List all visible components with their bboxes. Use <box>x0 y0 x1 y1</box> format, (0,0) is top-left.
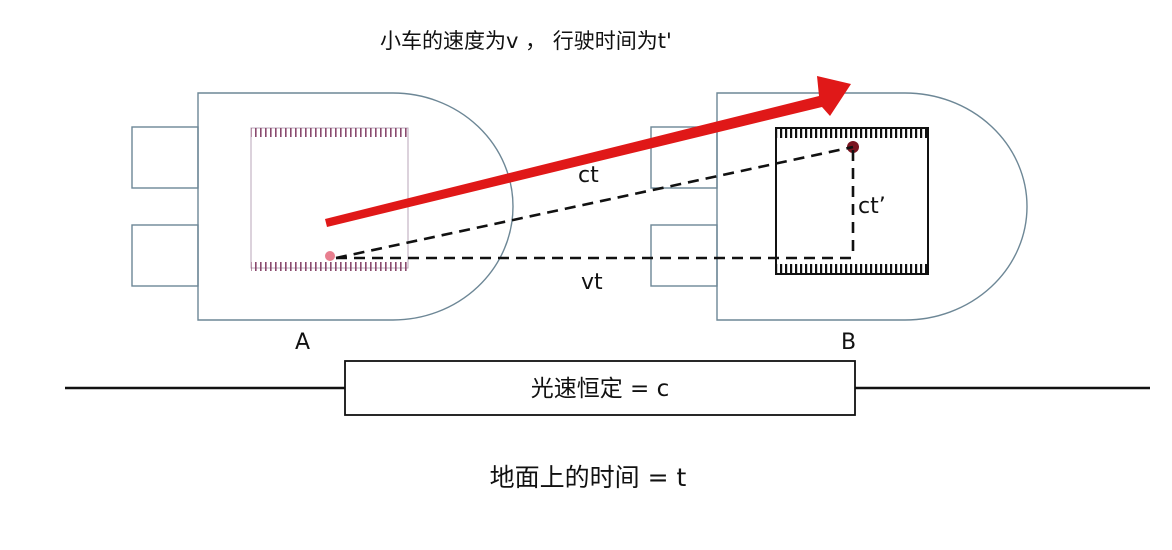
car-a <box>131 92 514 321</box>
car-a-clock-box <box>250 127 409 269</box>
car-b <box>650 92 1028 321</box>
speed-box <box>344 360 856 416</box>
car-a-top-mirror <box>251 128 408 137</box>
car-a-upper-wheel <box>131 126 199 189</box>
light-path-triangle <box>335 145 855 260</box>
car-a-body <box>197 92 514 321</box>
car-b-bottom-mirror <box>776 264 928 274</box>
speed-box-text: 光速恒定 = c <box>531 376 670 402</box>
car-b-label: B <box>841 330 856 355</box>
ct-label: ct <box>578 163 599 188</box>
car-a-label: A <box>295 330 310 355</box>
vt-label: vt <box>581 270 603 295</box>
car-a-lower-wheel <box>131 224 199 287</box>
light-source-dot <box>325 251 335 261</box>
diagram-title: 小车的速度为v ， 行驶时间为t' <box>380 29 672 53</box>
ct-prime-label: ct’ <box>858 194 886 219</box>
car-a-bottom-mirror <box>251 262 408 271</box>
ct-dashed-line <box>335 145 854 260</box>
car-b-top-mirror <box>776 128 928 138</box>
red-motion-arrow <box>325 76 851 227</box>
car-b-body <box>716 92 1028 321</box>
ground-time-text: 地面上的时间 = t <box>490 463 687 492</box>
car-b-lower-wheel <box>650 224 718 287</box>
